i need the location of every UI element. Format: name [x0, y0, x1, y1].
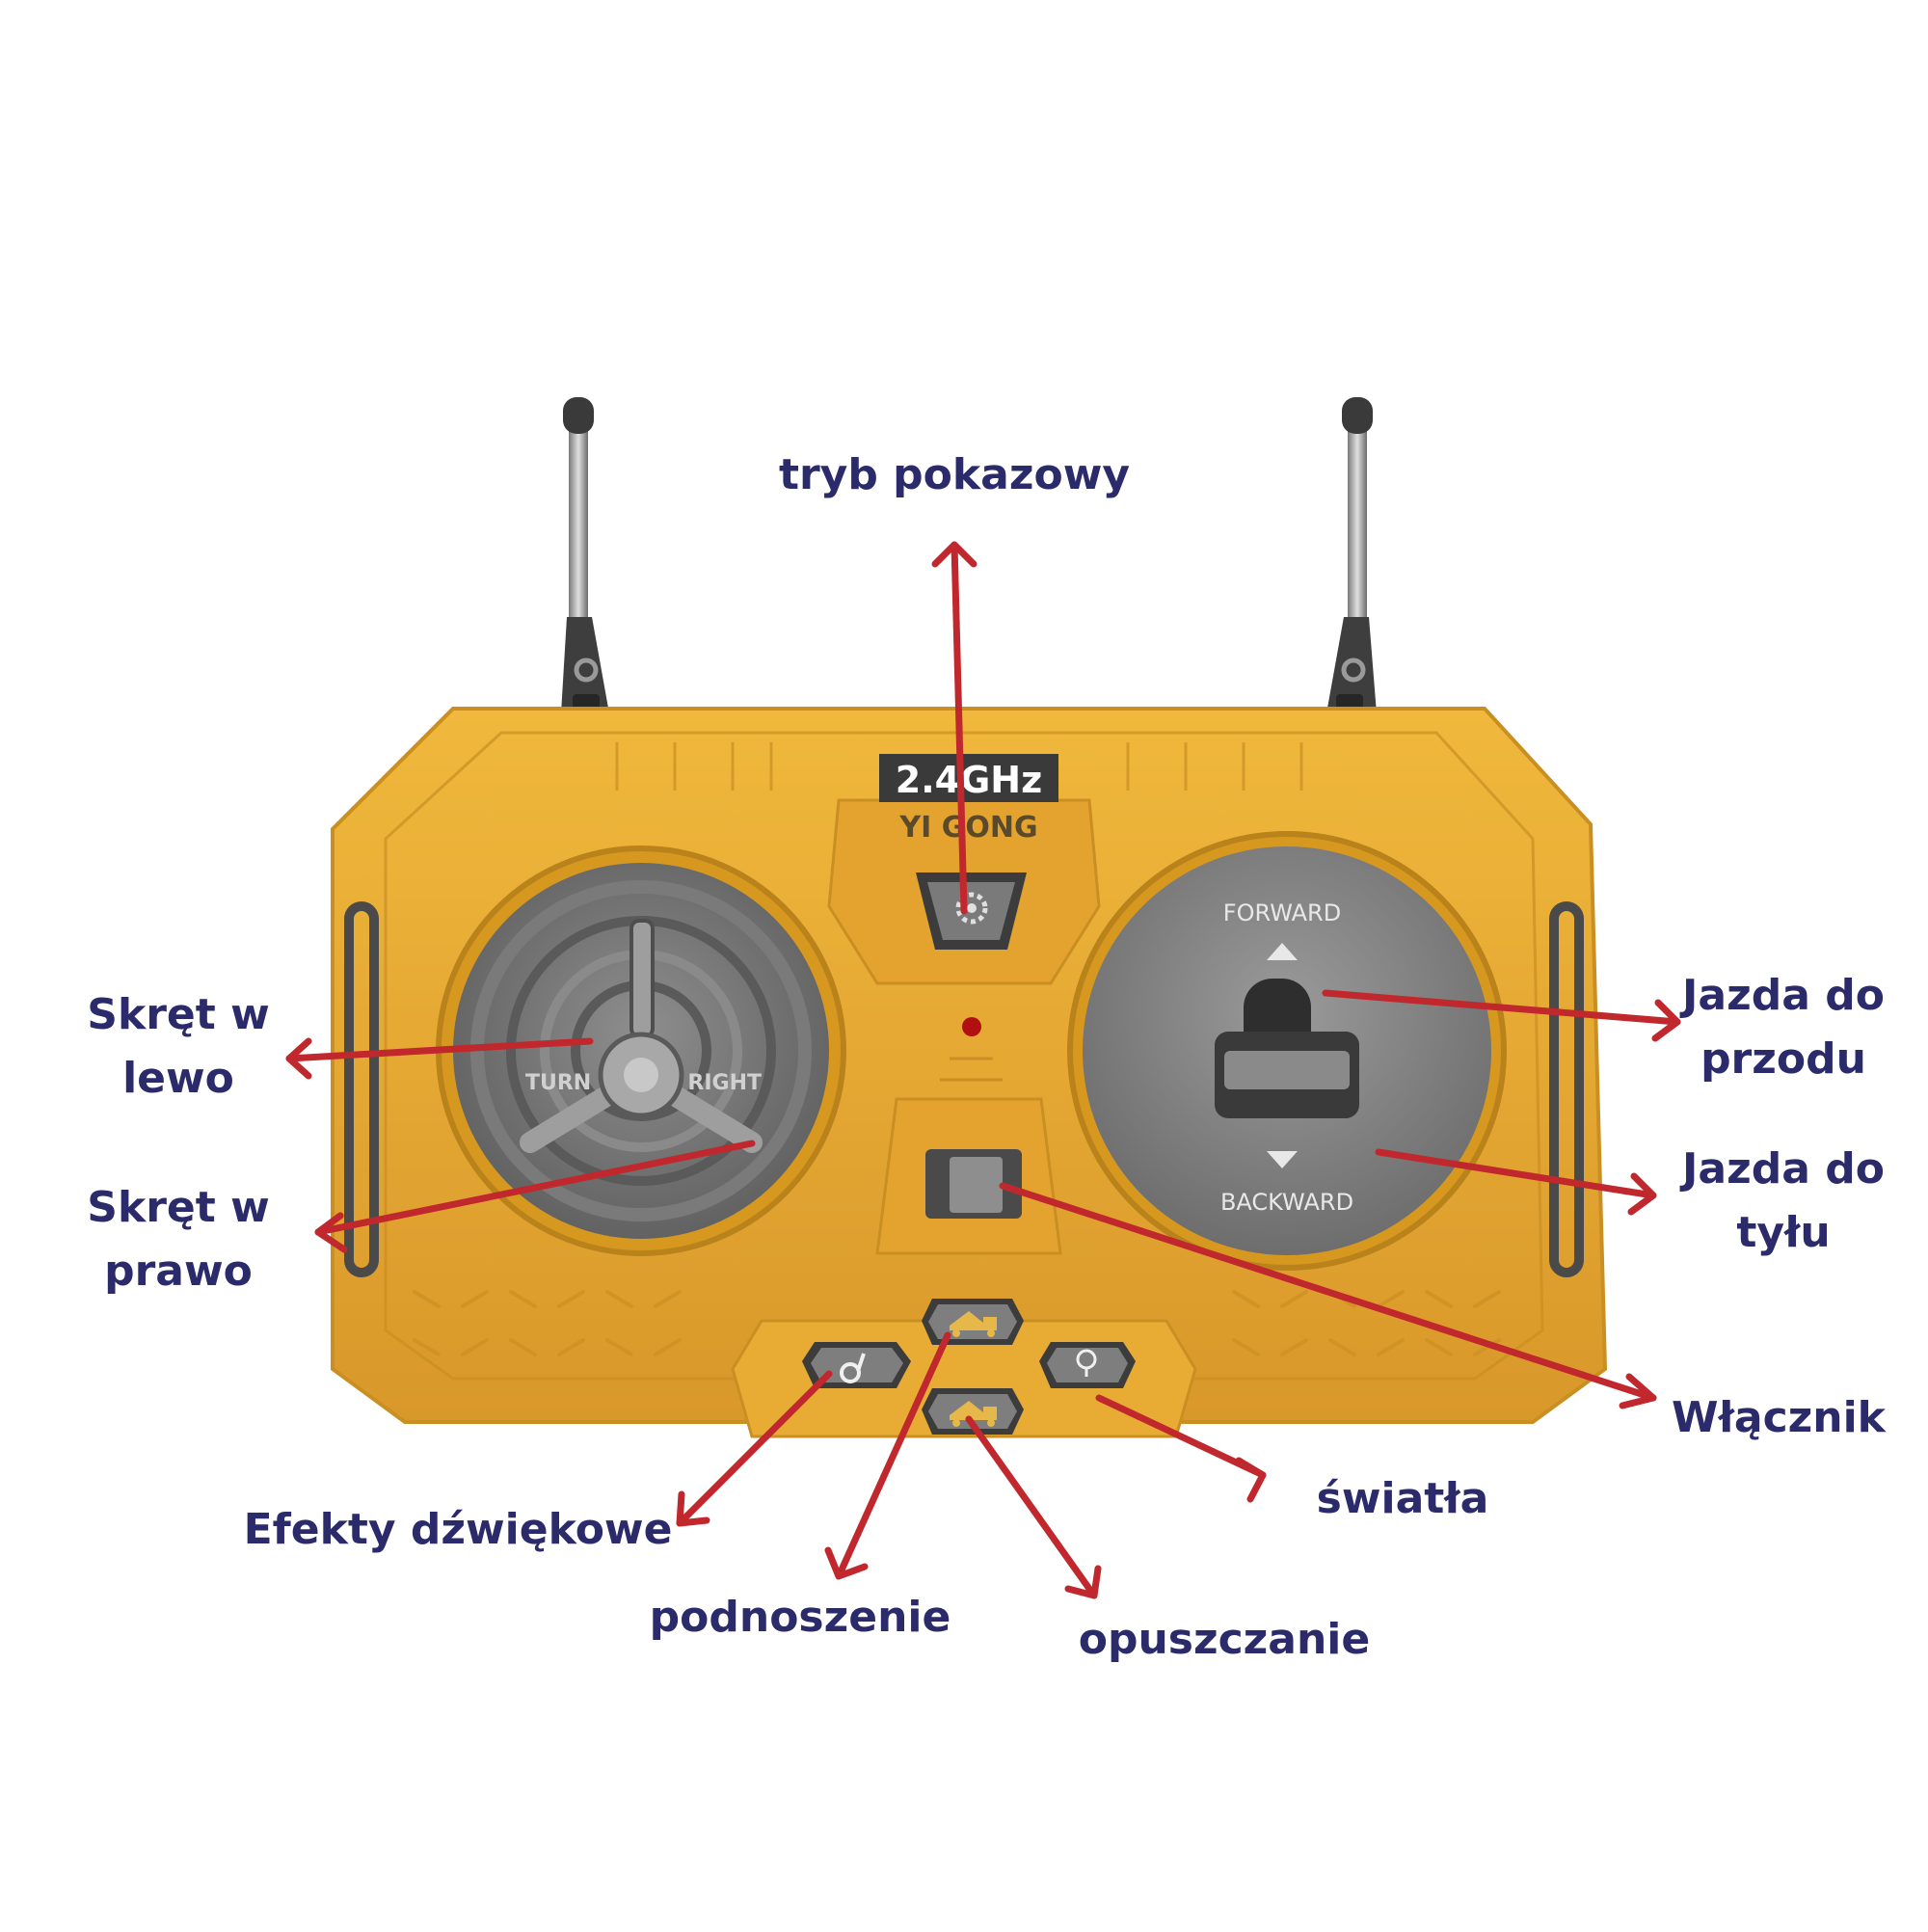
- arrow-skret-prawo: [314, 1140, 756, 1253]
- label-text: Efekty dźwiękowe: [243, 1505, 673, 1554]
- light-bulb-icon: [1076, 1349, 1097, 1377]
- label-skret-prawo: Skręt w prawo: [58, 1176, 299, 1303]
- label-line: Jazda do: [1682, 971, 1885, 1020]
- label-line: lewo: [122, 1054, 234, 1103]
- demo-mode-button[interactable]: [916, 872, 1027, 950]
- forward-text: FORWARD: [1223, 899, 1341, 926]
- lower-bed-button[interactable]: [922, 1388, 1024, 1435]
- label-opuszczanie: opuszczanie: [1070, 1608, 1379, 1672]
- arrow-podnoszenie: [824, 1331, 951, 1580]
- left-antenna: [561, 397, 609, 733]
- label-line: Skręt w: [87, 1183, 270, 1232]
- dump-truck-icon: [950, 1401, 997, 1427]
- label-wlacznik: Włącznik: [1658, 1386, 1899, 1450]
- arrow-swiatla: [1095, 1394, 1267, 1503]
- throttle-lever[interactable]: [1215, 979, 1359, 1118]
- arrow-jazda-tyl: [1375, 1148, 1657, 1216]
- label-text: podnoszenie: [649, 1593, 951, 1642]
- steering-wheel[interactable]: [520, 919, 763, 1153]
- arrow-skret-lewo: [285, 1037, 594, 1080]
- label-skret-lewo: Skręt w lewo: [58, 983, 299, 1111]
- label-text: Włącznik: [1672, 1393, 1886, 1442]
- label-efekty: Efekty dźwiękowe: [241, 1498, 675, 1562]
- music-note-icon: [840, 1353, 866, 1383]
- label-jazda-tyl: Jazda do tyłu: [1668, 1138, 1899, 1265]
- arrow-tryb-pokazowy: [931, 541, 977, 915]
- label-text: opuszczanie: [1078, 1615, 1371, 1664]
- brand-text: YI GONG: [898, 811, 1037, 845]
- label-podnoszenie: podnoszenie: [646, 1586, 954, 1650]
- sound-effects-button[interactable]: [802, 1342, 911, 1388]
- label-tryb-pokazowy: tryb pokazowy: [771, 443, 1138, 507]
- backward-text: BACKWARD: [1220, 1189, 1353, 1216]
- throttle-dial[interactable]: FORWARD BACKWARD: [1067, 831, 1507, 1271]
- status-led: [962, 1017, 981, 1036]
- label-text: światła: [1316, 1474, 1489, 1523]
- annotation-arrows: [285, 541, 1681, 1599]
- label-text: tryb pokazowy: [778, 450, 1131, 499]
- up-arrow-icon: [1267, 943, 1298, 960]
- frequency-badge: 2.4GHz YI GONG: [879, 754, 1058, 845]
- power-switch[interactable]: [925, 1149, 1022, 1219]
- label-line: Jazda do: [1682, 1144, 1885, 1194]
- label-line: Skręt w: [87, 990, 270, 1039]
- lights-button[interactable]: [1039, 1342, 1136, 1388]
- arrow-efekty: [676, 1370, 833, 1527]
- badge-text: 2.4GHz: [896, 759, 1042, 801]
- label-jazda-przod: Jazda do przodu: [1668, 964, 1899, 1091]
- right-antenna: [1326, 397, 1377, 733]
- label-line: przodu: [1700, 1034, 1866, 1084]
- raise-bed-button[interactable]: [922, 1299, 1024, 1345]
- arrow-opuszczanie: [965, 1415, 1102, 1599]
- arrow-jazda-przod: [1322, 989, 1681, 1042]
- label-line: tyłu: [1736, 1208, 1831, 1257]
- gear-icon: [955, 892, 988, 925]
- label-swiatla: światła: [1292, 1467, 1513, 1531]
- dump-truck-icon: [950, 1311, 997, 1337]
- down-arrow-icon: [1267, 1151, 1298, 1168]
- arrow-wlacznik: [999, 1182, 1657, 1409]
- label-line: prawo: [104, 1247, 253, 1296]
